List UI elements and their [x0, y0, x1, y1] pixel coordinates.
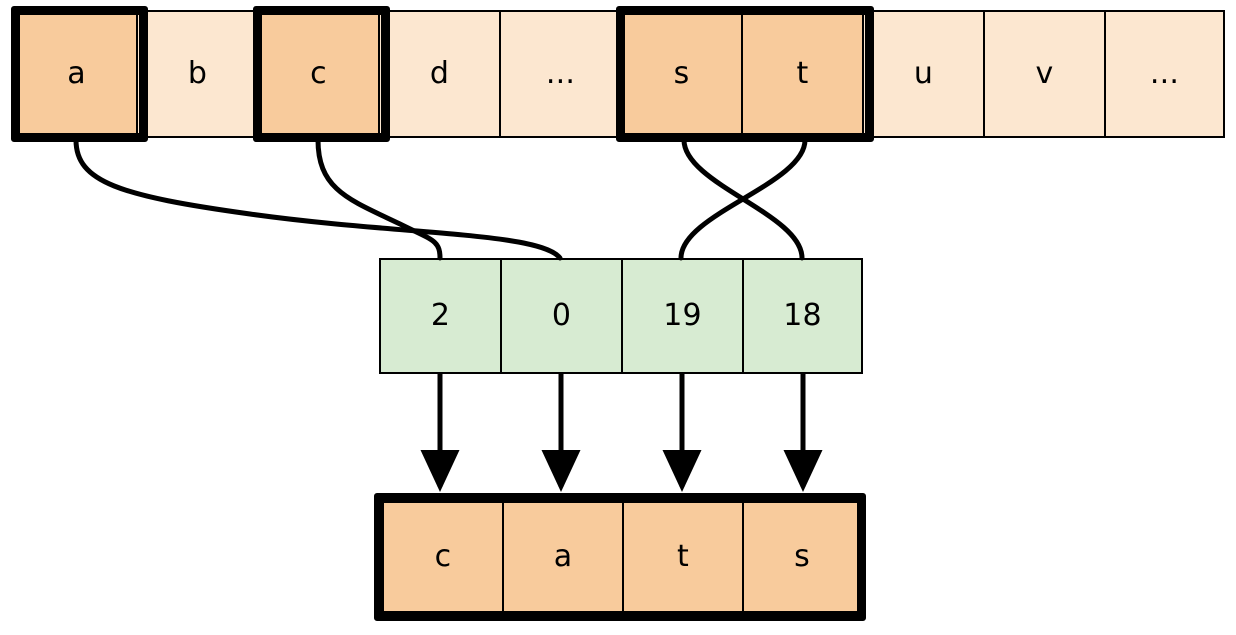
- index-cell-label: 19: [663, 298, 702, 333]
- result-cell-3[interactable]: s: [742, 501, 862, 613]
- alphabet-cell-t[interactable]: t: [741, 10, 862, 138]
- alphabet-cell-label: a: [67, 56, 86, 91]
- alphabet-cell-v[interactable]: v: [983, 10, 1104, 138]
- alphabet-cell-ellipsis-1[interactable]: ...: [499, 10, 620, 138]
- result-cell-label: c: [434, 539, 452, 574]
- alphabet-cell-label: ...: [1149, 56, 1180, 91]
- alphabet-cell-label: b: [187, 56, 208, 91]
- result-cell-label: s: [794, 539, 810, 574]
- result-cell-0[interactable]: c: [382, 501, 502, 613]
- alphabet-cell-u[interactable]: u: [862, 10, 983, 138]
- index-cell-0[interactable]: 2: [379, 258, 500, 374]
- curve-s-to-index-3: [681, 137, 805, 261]
- curve-t-to-index-2: [678, 137, 808, 261]
- alphabet-cell-label: c: [310, 56, 327, 91]
- index-cell-label: 0: [551, 298, 572, 333]
- result-word: c a t s: [382, 501, 862, 613]
- index-cell-2[interactable]: 19: [621, 258, 742, 374]
- alphabet-cell-label: ...: [545, 56, 576, 91]
- alphabet-cell-label: u: [913, 56, 934, 91]
- alphabet-cell-s[interactable]: s: [620, 10, 741, 138]
- index-cell-label: 18: [783, 298, 822, 333]
- index-cell-1[interactable]: 0: [500, 258, 621, 374]
- result-cell-1[interactable]: a: [502, 501, 622, 613]
- alphabet-cell-a[interactable]: a: [15, 10, 136, 138]
- curve-c-to-index-0: [315, 137, 443, 261]
- alphabet-cell-label: v: [1035, 56, 1054, 91]
- result-cell-label: a: [553, 539, 573, 574]
- alphabet-cell-b[interactable]: b: [136, 10, 257, 138]
- index-cell-3[interactable]: 18: [742, 258, 863, 374]
- alphabet-cell-c[interactable]: c: [257, 10, 378, 138]
- curve-a-to-index-1: [73, 137, 563, 261]
- index-values: 2 0 19 18: [379, 258, 863, 374]
- result-cell-2[interactable]: t: [622, 501, 742, 613]
- alphabet-cell-label: s: [673, 56, 690, 91]
- alphabet-strip: a b c d ... s t u v ...: [15, 10, 1225, 138]
- alphabet-cell-label: d: [429, 56, 450, 91]
- index-cell-label: 2: [430, 298, 451, 333]
- result-cell-label: t: [677, 539, 689, 574]
- alphabet-cell-label: t: [796, 56, 809, 91]
- alphabet-cell-ellipsis-2[interactable]: ...: [1104, 10, 1225, 138]
- alphabet-cell-d[interactable]: d: [378, 10, 499, 138]
